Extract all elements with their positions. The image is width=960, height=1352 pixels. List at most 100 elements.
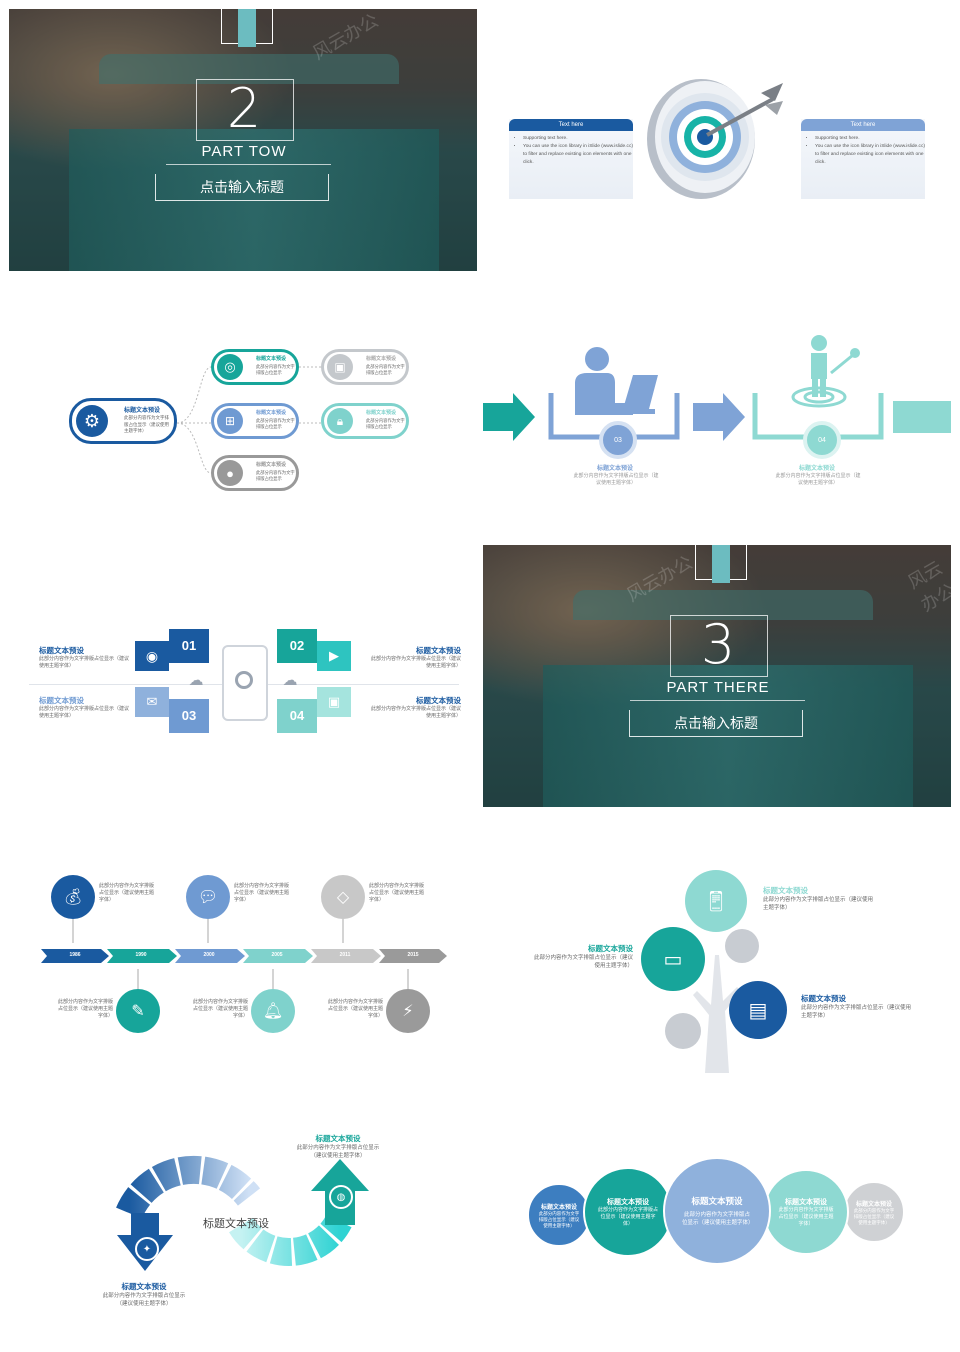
user-icon-block: ◉ (135, 641, 169, 671)
lightning-icon: ⚡︎ (386, 989, 430, 1033)
year-label: 2005 (271, 952, 283, 958)
pill-title: 标题文本预设 (256, 356, 287, 362)
part-label: PART THERE (666, 679, 770, 696)
camera-icon: ▣ (327, 354, 353, 380)
label-title: 标题文本预设 (39, 696, 84, 705)
slide-target: Text here Supporting text here. You can … (483, 9, 951, 271)
right-box-line: You can use the icon library in iSlide (… (815, 143, 925, 167)
phone-frame (222, 645, 268, 721)
label-title: 标题文本预设 (121, 1282, 167, 1291)
root-title: 标题文本预设 (124, 408, 161, 414)
video-icon-block: ▶ (317, 641, 351, 671)
connector-lines (176, 366, 321, 474)
year-label: 1986 (69, 952, 81, 958)
right-text-box: Text here Supporting text here. You can … (801, 119, 925, 199)
pill-item-1[interactable]: ◎ 标题文本预设 此部分内容作为文字排版占位显示 (211, 349, 299, 385)
label-text: 此部分内容作为文字排版占位显示（建议使用主题字体） (370, 656, 461, 669)
pill-item-5[interactable]: ● 标题文本预设 此部分内容作为文字排版占位显示 (211, 455, 299, 491)
label-title: 标题文本预设 (801, 994, 846, 1003)
label-text: 此部分内容作为文字排版占位显示（建议使用主题字体） (370, 706, 461, 719)
apple-icon: ● (217, 460, 243, 486)
compass-icon: ✦ (135, 1237, 159, 1261)
timeline-note: 此部分内容作为文字排版占位显示（建议使用主题字体） (369, 883, 425, 903)
label-text: 此部分内容作为文字排版占位显示（建议使用主题字体） (39, 706, 130, 719)
decor-circle (665, 1013, 701, 1049)
lock-icon: 🔒︎ (327, 408, 353, 434)
circle-text: 此部分内容作为文字排版占位显示（建议使用主题字体） (853, 1207, 895, 1225)
circle-item-2[interactable]: 标题文本预设 此部分内容作为文字排版占位显示（建议使用主题字体） (583, 1167, 673, 1257)
circle-item-3[interactable]: 标题文本预设 此部分内容作为文字排版占位显示（建议使用主题字体） (663, 1157, 771, 1265)
pill-text: 此部分内容作为文字排版占位显示 (256, 364, 295, 375)
pill-text: 此部分内容作为文字排版占位显示 (366, 418, 405, 429)
target-icon (647, 79, 783, 199)
slide-snake: ✦ ◍ 标题文本预设 标题文本预设 此部分内容作为文字排版占位显示（建议使用主题… (9, 1085, 477, 1347)
slide-part-three: 3 PART THERE 点击输入标题 风云办公 风云办公 (483, 545, 951, 807)
top-tab-fill (238, 9, 256, 47)
step-badge-04: 04 (803, 421, 841, 459)
step-title: 标题文本预设 (798, 466, 835, 472)
tree-label-1: 标题文本预设 此部分内容作为文字排版占位显示（建议使用主题字体） (763, 885, 873, 912)
cloud-upload-icon: ☁ (282, 672, 298, 689)
root-text: 此部分内容作为文字排版占位显示（建议使用主题字体） (124, 415, 169, 433)
mobile-pay-icon: 📱︎ (685, 870, 747, 932)
label-title: 标题文本预设 (416, 646, 461, 655)
label-title: 标题文本预设 (763, 886, 808, 895)
camera-shutter-icon: ◎ (217, 354, 243, 380)
diamond-icon: ◇ (321, 875, 365, 919)
edit-icon: ✎ (116, 989, 160, 1033)
label-text: 此部分内容作为文字排版占位显示（建议使用主题字体） (102, 1293, 186, 1307)
year-label: 2011 (339, 952, 351, 958)
money-bag-icon: 💰︎ (51, 875, 95, 919)
right-box-list: Supporting text here. You can use the ic… (801, 135, 925, 167)
section-title[interactable]: 点击输入标题 (629, 710, 803, 737)
step-title: 标题文本预设 (596, 466, 633, 472)
circle-title: 标题文本预设 (855, 1201, 892, 1208)
left-box-line: You can use the icon library in iSlide (… (523, 143, 633, 167)
left-box-line: Supporting text here. (523, 135, 633, 143)
center-title: 标题文本预设 (203, 1218, 269, 1230)
circle-item-5[interactable]: 标题文本预设 此部分内容作为文字排版占位显示（建议使用主题字体） (843, 1181, 905, 1243)
bell-icon: 🔔︎ (251, 989, 295, 1033)
mail-icon-block: ✉ (135, 687, 169, 717)
circle-text: 此部分内容作为文字排版占位显示（建议使用主题字体） (778, 1206, 834, 1227)
pill-title: 标题文本预设 (256, 462, 287, 468)
circle-item-4[interactable]: 标题文本预设 此部分内容作为文字排版占位显示（建议使用主题字体） (763, 1169, 849, 1255)
year-label: 2015 (407, 952, 419, 958)
label-title: 标题文本预设 (588, 944, 633, 953)
left-box-title: Text here (509, 119, 633, 131)
label-title: 标题文本预设 (416, 696, 461, 705)
step-badge-03: 03 (599, 421, 637, 459)
divider-line (630, 700, 805, 701)
step-text: 此部分内容作为文字排版占位显示（建议使用主题字体） (573, 473, 659, 486)
root-pill[interactable]: ⚙ 标题文本预设 此部分内容作为文字排版占位显示（建议使用主题字体） (69, 398, 177, 444)
label-text: 此部分内容作为文字排版占位显示（建议使用主题字体） (39, 656, 130, 669)
process-graphic (483, 335, 951, 441)
timeline-note: 此部分内容作为文字排版占位显示（建议使用主题字体） (99, 883, 155, 903)
label-title: 标题文本预设 (39, 646, 84, 655)
phone-label-4: 标题文本预设 此部分内容作为文字排版占位显示（建议使用主题字体） (369, 695, 461, 720)
section-number: 2 (226, 77, 262, 140)
circle-title: 标题文本预设 (540, 1204, 577, 1211)
timeline-arrows (41, 919, 447, 989)
year-label: 2000 (203, 952, 215, 958)
pill-text: 此部分内容作为文字排版占位显示 (256, 470, 295, 481)
phone-label-3: 标题文本预设 此部分内容作为文字排版占位显示（建议使用主题字体） (369, 645, 461, 670)
target-icon (235, 671, 253, 689)
section-title[interactable]: 点击输入标题 (155, 174, 329, 201)
left-box-list: Supporting text here. You can use the ic… (509, 135, 633, 167)
pill-item-4[interactable]: 🔒︎ 标题文本预设 此部分内容作为文字排版占位显示 (321, 403, 409, 439)
phone-label-1: 标题文本预设 此部分内容作为文字排版占位显示（建议使用主题字体） (39, 645, 131, 670)
pill-item-2[interactable]: ▣ 标题文本预设 此部分内容作为文字排版占位显示 (321, 349, 409, 385)
circle-item-1[interactable]: 标题文本预设 此部分内容作为文字排版占位显示（建议使用主题字体） (527, 1183, 591, 1247)
label-text: 此部分内容作为文字排版占位显示（建议使用主题字体） (801, 1005, 912, 1019)
pill-title: 标题文本预设 (256, 410, 287, 416)
pill-item-3[interactable]: ⊞ 标题文本预设 此部分内容作为文字排版占位显示 (211, 403, 299, 439)
label-title: 标题文本预设 (315, 1134, 361, 1143)
number-block-01: 01 (169, 629, 209, 663)
pill-text: 此部分内容作为文字排版占位显示 (256, 418, 295, 429)
left-text-box: Text here Supporting text here. You can … (509, 119, 633, 199)
right-box-title: Text here (801, 119, 925, 131)
number-box (196, 79, 294, 141)
top-label: 标题文本预设 此部分内容作为文字排版占位显示（建议使用主题字体） (293, 1133, 383, 1160)
timeline-note: 此部分内容作为文字排版占位显示（建议使用主题字体） (192, 999, 248, 1019)
